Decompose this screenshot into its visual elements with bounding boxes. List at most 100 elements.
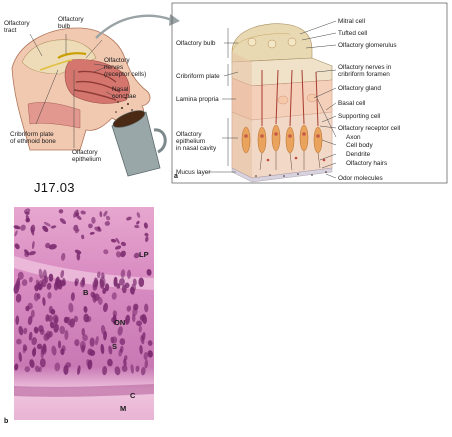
nucleus	[133, 303, 139, 311]
nucleus	[45, 314, 50, 322]
nucleus	[88, 223, 93, 229]
nucleus	[136, 220, 140, 225]
label-olfactory-bulb: Olfactory bulb	[176, 40, 216, 47]
nucleus	[81, 328, 86, 336]
nucleus	[42, 297, 46, 306]
nucleus	[138, 325, 142, 333]
nucleus	[87, 359, 93, 370]
panel-a-frame	[171, 2, 448, 184]
nucleus	[59, 218, 67, 225]
nucleus	[144, 359, 149, 369]
nucleus	[123, 355, 128, 361]
nucleus	[15, 293, 22, 303]
nucleus	[50, 225, 57, 229]
nucleus	[70, 292, 75, 301]
nucleus	[34, 365, 40, 373]
nucleus	[89, 337, 95, 347]
nucleus	[38, 268, 44, 279]
label-olfactory-receptor-cell: Olfactory receptor cell	[338, 125, 401, 132]
nucleus	[33, 292, 39, 302]
coffee-mug	[111, 110, 167, 177]
nucleus	[101, 324, 106, 335]
nucleus	[54, 362, 61, 372]
nucleus	[112, 310, 118, 317]
label-olfactory-epithelium-head: Olfactory epithelium	[72, 149, 102, 163]
nucleus	[101, 272, 105, 279]
nucleus	[60, 269, 65, 278]
nucleus	[107, 358, 113, 367]
nucleus	[16, 338, 22, 345]
nucleus	[14, 230, 18, 237]
zoom-arrow	[95, 14, 173, 39]
label-cribriform-plate-ethmoid: Cribriform plate of ethmoid bone	[10, 131, 56, 145]
label-tufted-cell: Tufted cell	[338, 30, 368, 37]
nucleus	[87, 348, 94, 356]
aroma-particles	[115, 97, 133, 113]
nucleus	[68, 302, 74, 313]
nucleus	[104, 221, 111, 226]
nucleus	[15, 315, 20, 326]
receptor-cells	[241, 69, 327, 177]
nucleus	[48, 305, 53, 314]
nucleus	[147, 350, 153, 358]
nucleus	[18, 325, 24, 336]
nucleus	[16, 277, 21, 288]
nucleus	[29, 359, 35, 368]
nucleus	[17, 271, 24, 280]
nucleus	[110, 238, 117, 243]
nucleus	[83, 305, 88, 313]
nucleus	[61, 345, 66, 352]
nucleus	[127, 269, 132, 279]
nucleus	[80, 210, 86, 215]
nucleus	[49, 321, 55, 329]
nucleus	[31, 240, 35, 250]
nucleus	[40, 345, 47, 355]
nucleus	[124, 282, 130, 289]
nucleus	[30, 224, 36, 233]
nucleus	[79, 340, 86, 351]
nucleus	[119, 278, 125, 286]
nucleus	[73, 224, 79, 232]
nucleus	[133, 252, 140, 259]
nucleus	[130, 364, 134, 374]
label-olfactory-glomerulus: Olfactory glomerulus	[338, 42, 397, 49]
nucleus	[60, 280, 66, 287]
nucleus	[14, 243, 20, 250]
nucleus	[108, 345, 113, 355]
micrograph-nuclei	[13, 208, 153, 376]
nucleus	[48, 273, 54, 282]
nucleus	[91, 216, 96, 224]
nucleus	[53, 323, 59, 333]
nucleus	[114, 366, 121, 376]
head-cross-section	[11, 27, 151, 151]
nucleus	[134, 224, 140, 229]
nucleus	[46, 282, 52, 290]
nucleus	[28, 251, 36, 256]
micrograph	[14, 207, 154, 420]
nucleus	[139, 315, 145, 321]
label-lp: LP	[139, 250, 149, 259]
nucleus	[143, 222, 148, 229]
nucleus	[27, 315, 33, 326]
nucleus	[116, 251, 122, 258]
nucleus	[24, 211, 30, 215]
nucleus	[31, 337, 37, 346]
nucleus	[54, 316, 58, 326]
nucleus	[99, 278, 105, 289]
nucleus	[120, 241, 127, 247]
nucleus	[136, 320, 143, 327]
nucleus	[140, 366, 146, 376]
nucleus	[111, 292, 117, 300]
label-olfactory-gland: Olfactory gland	[338, 85, 381, 92]
label-cribriform-plate: Cribriform plate	[176, 73, 220, 80]
nucleus	[28, 331, 33, 341]
block-leader-lines	[208, 20, 337, 179]
nucleus	[114, 245, 122, 250]
label-lamina-propria: Lamina propria	[176, 96, 219, 103]
nucleus	[73, 209, 79, 218]
nucleus	[39, 358, 46, 368]
nucleus	[131, 283, 136, 292]
nucleus	[103, 249, 109, 255]
label-nasal-conchae: Nasal conchae	[112, 86, 137, 100]
